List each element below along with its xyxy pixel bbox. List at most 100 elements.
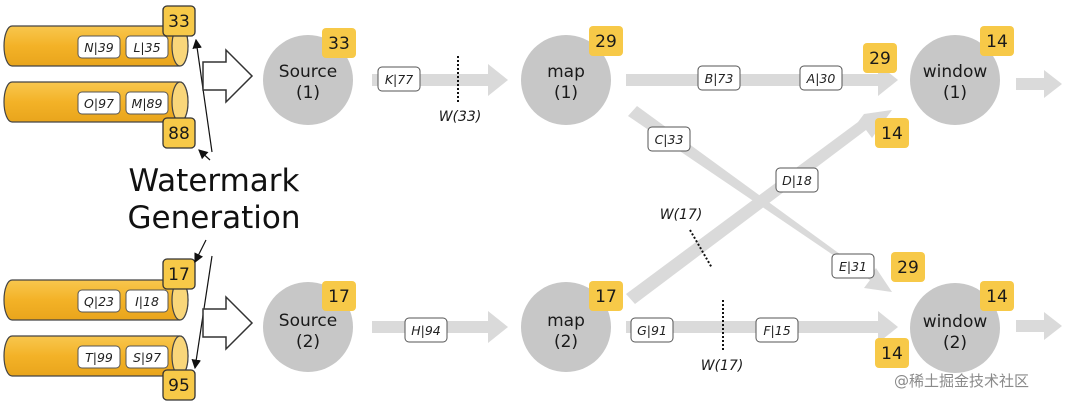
- arrow-map2-win1: [626, 110, 892, 304]
- source-node-1: Source (1) 33: [263, 28, 356, 125]
- svg-text:G|91: G|91: [637, 323, 667, 338]
- record-box: M|89: [125, 91, 169, 115]
- svg-text:I|18: I|18: [135, 294, 159, 309]
- watermark-generation-caption: Watermark Generation: [128, 38, 301, 370]
- svg-text:29: 29: [869, 49, 891, 69]
- record-box: D|18: [775, 167, 819, 193]
- svg-text:14: 14: [986, 287, 1008, 307]
- partition-watermark-badge: 88: [162, 117, 196, 149]
- window2-watermark-badge: [980, 281, 1014, 311]
- window-node-1: window (1) 14 29 14: [863, 26, 1014, 148]
- map2-watermark-badge: [589, 281, 623, 311]
- window-node-2: window (2) 14 29 14: [875, 252, 1014, 373]
- svg-text:Watermark: Watermark: [129, 163, 300, 199]
- svg-text:17: 17: [328, 287, 350, 307]
- svg-text:14: 14: [881, 124, 903, 144]
- map-node-2: map (2) 17: [521, 281, 623, 372]
- svg-text:W(33): W(33): [439, 109, 482, 125]
- svg-text:D|18: D|18: [782, 173, 812, 188]
- svg-text:N|39: N|39: [84, 40, 114, 55]
- window2-input-watermark-badge: [891, 252, 925, 282]
- partitions: N|39 L|35 O|97 M|89 Q|23 I|18 T|99 S|97 …: [3, 5, 196, 401]
- svg-text:window: window: [923, 62, 988, 82]
- pointer-line: [198, 149, 211, 161]
- svg-text:(2): (2): [943, 333, 967, 353]
- record-box: L|35: [125, 35, 169, 59]
- window1-output-arrow: [1016, 70, 1062, 98]
- record-box: C|33: [647, 126, 691, 152]
- in-flight-records: K|77 H|94 B|73 A|30 C|33 E|31 D|18 G|91 …: [377, 65, 875, 343]
- svg-text:M|89: M|89: [132, 96, 163, 111]
- svg-text:(1): (1): [943, 83, 967, 103]
- svg-text:14: 14: [986, 32, 1008, 52]
- window1-input-watermark-badge: [875, 118, 909, 148]
- svg-text:C|33: C|33: [655, 132, 684, 147]
- map-node-1: map (1) 29: [521, 26, 623, 125]
- pointer-line: [194, 239, 207, 264]
- svg-text:33: 33: [328, 34, 350, 54]
- window1-input-watermark-badge: [863, 43, 897, 73]
- svg-text:29: 29: [595, 32, 617, 52]
- svg-text:map: map: [547, 311, 585, 331]
- source2-watermark-badge: [322, 281, 356, 311]
- svg-text:H|94: H|94: [411, 323, 441, 338]
- record-box: T|99: [77, 345, 121, 369]
- arrow-src1-map1: [372, 64, 508, 96]
- svg-text:17: 17: [595, 287, 617, 307]
- watermark-markers: W(33) W(17) W(17): [439, 56, 744, 374]
- record-box: F|15: [755, 317, 799, 343]
- partition-watermark-badge: 95: [162, 369, 196, 401]
- svg-text:E|31: E|31: [839, 259, 867, 274]
- svg-text:33: 33: [168, 12, 190, 32]
- svg-text:T|99: T|99: [85, 350, 113, 365]
- svg-text:A|30: A|30: [806, 71, 836, 86]
- input-arrow-2: [202, 295, 254, 351]
- svg-text:W(17): W(17): [701, 358, 744, 374]
- svg-text:map: map: [547, 62, 585, 82]
- svg-text:(2): (2): [554, 332, 578, 352]
- svg-text:Generation: Generation: [128, 200, 301, 236]
- svg-text:W(17): W(17): [660, 207, 703, 223]
- arrow-map1-win1: [626, 64, 898, 96]
- source1-watermark-badge: [322, 28, 356, 58]
- svg-text:95: 95: [168, 376, 190, 396]
- svg-text:14: 14: [881, 344, 903, 364]
- record-box: I|18: [125, 289, 169, 313]
- svg-text:F|15: F|15: [763, 323, 790, 338]
- window2-output-arrow: [1016, 312, 1062, 340]
- watermark-marker-line: [689, 229, 713, 269]
- svg-text:B|73: B|73: [705, 71, 734, 86]
- credit-text: @稀土掘金技术社区: [894, 372, 1029, 390]
- svg-text:S|97: S|97: [133, 350, 161, 365]
- svg-text:Source: Source: [279, 311, 337, 331]
- record-box: O|97: [77, 91, 121, 115]
- map1-watermark-badge: [589, 26, 623, 56]
- window2-input-watermark-badge: [875, 338, 909, 368]
- svg-text:88: 88: [168, 124, 190, 144]
- svg-text:Q|23: Q|23: [84, 294, 114, 309]
- svg-text:Source: Source: [279, 62, 337, 82]
- record-box: G|91: [630, 317, 674, 343]
- partition-watermark-badge: 33: [162, 5, 196, 37]
- record-box: N|39: [77, 35, 121, 59]
- svg-text:window: window: [923, 312, 988, 332]
- svg-text:L|35: L|35: [133, 40, 160, 55]
- partition-watermark-badge: 17: [162, 258, 196, 290]
- svg-text:(2): (2): [296, 332, 320, 352]
- svg-text:17: 17: [168, 265, 190, 285]
- window1-watermark-badge: [980, 26, 1014, 56]
- record-box: K|77: [377, 66, 421, 92]
- record-box: Q|23: [77, 289, 121, 313]
- svg-text:(1): (1): [296, 83, 320, 103]
- record-box: H|94: [404, 317, 448, 343]
- record-box: B|73: [697, 65, 741, 91]
- record-box: S|97: [125, 345, 169, 369]
- svg-text:K|77: K|77: [385, 72, 413, 87]
- input-arrow-1: [202, 48, 254, 104]
- svg-text:29: 29: [897, 258, 919, 278]
- svg-text:(1): (1): [554, 83, 578, 103]
- svg-text:O|97: O|97: [84, 96, 114, 111]
- pointer-line: [192, 38, 213, 153]
- source-node-2: Source (2) 17: [263, 281, 356, 372]
